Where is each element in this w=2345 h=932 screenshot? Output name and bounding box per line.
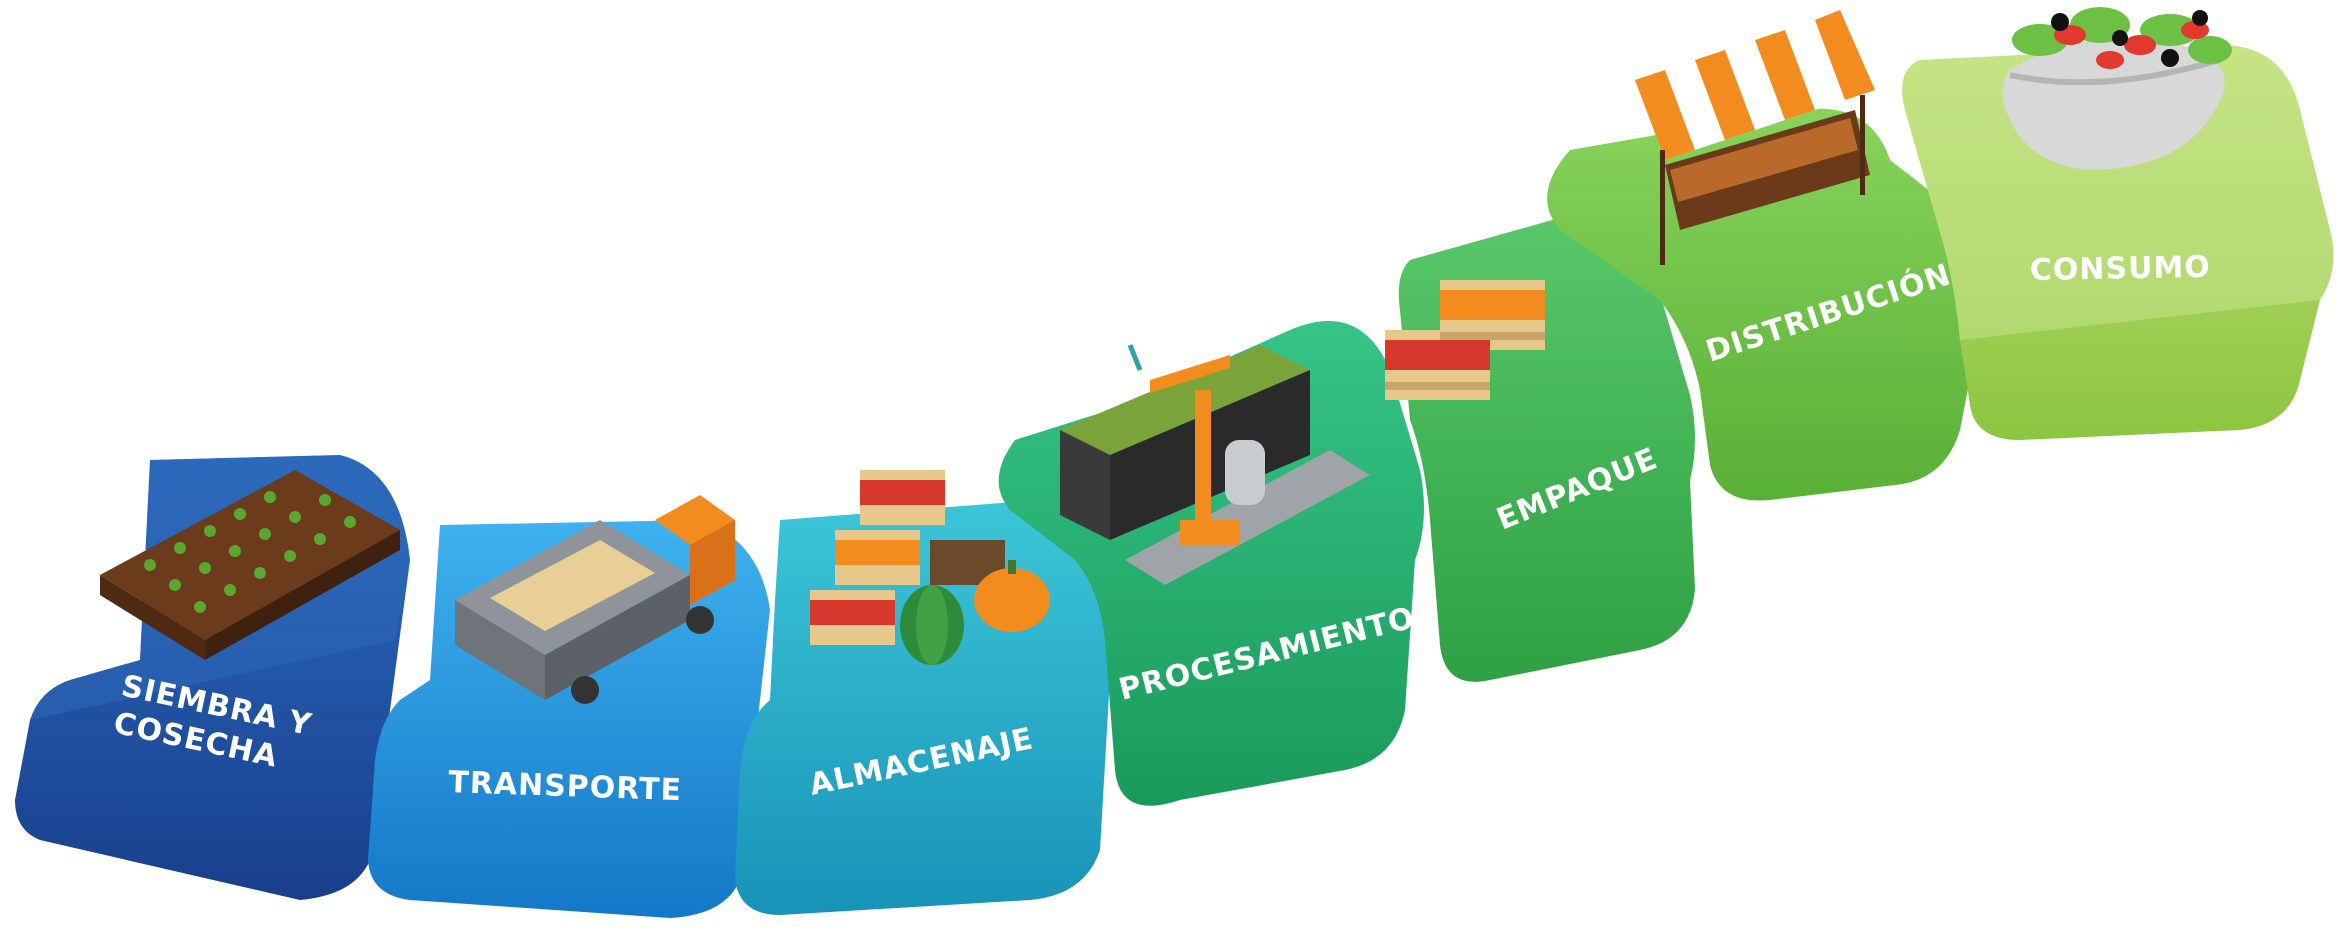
market-stall-icon (1635, 10, 1875, 265)
packing-crates-icon (1385, 280, 1545, 400)
step-distribucion-shape (1547, 108, 1994, 501)
step-siembra: SIEMBRA Y COSECHA (15, 455, 410, 900)
processing-machine-icon (1060, 344, 1370, 585)
salad-bowl-icon (2002, 7, 2232, 170)
step-distribucion: DISTRIBUCIÓN (1547, 10, 1994, 501)
step-procesamiento: PROCESAMIENTO (998, 321, 1424, 806)
step-empaque: EMPAQUE (1385, 212, 1695, 682)
step-almacenaje: ALMACENAJE (735, 470, 1115, 915)
truck-icon (455, 495, 735, 704)
step-almacenaje-shape (735, 500, 1115, 915)
storage-crates-icon (810, 470, 1050, 665)
step-transporte-label: TRANSPORTE (448, 765, 683, 808)
step-transporte: TRANSPORTE (368, 495, 770, 918)
crop-field-icon (100, 470, 400, 660)
step-consumo-label: CONSUMO (2030, 250, 2212, 288)
step-consumo: CONSUMO (1902, 7, 2334, 440)
